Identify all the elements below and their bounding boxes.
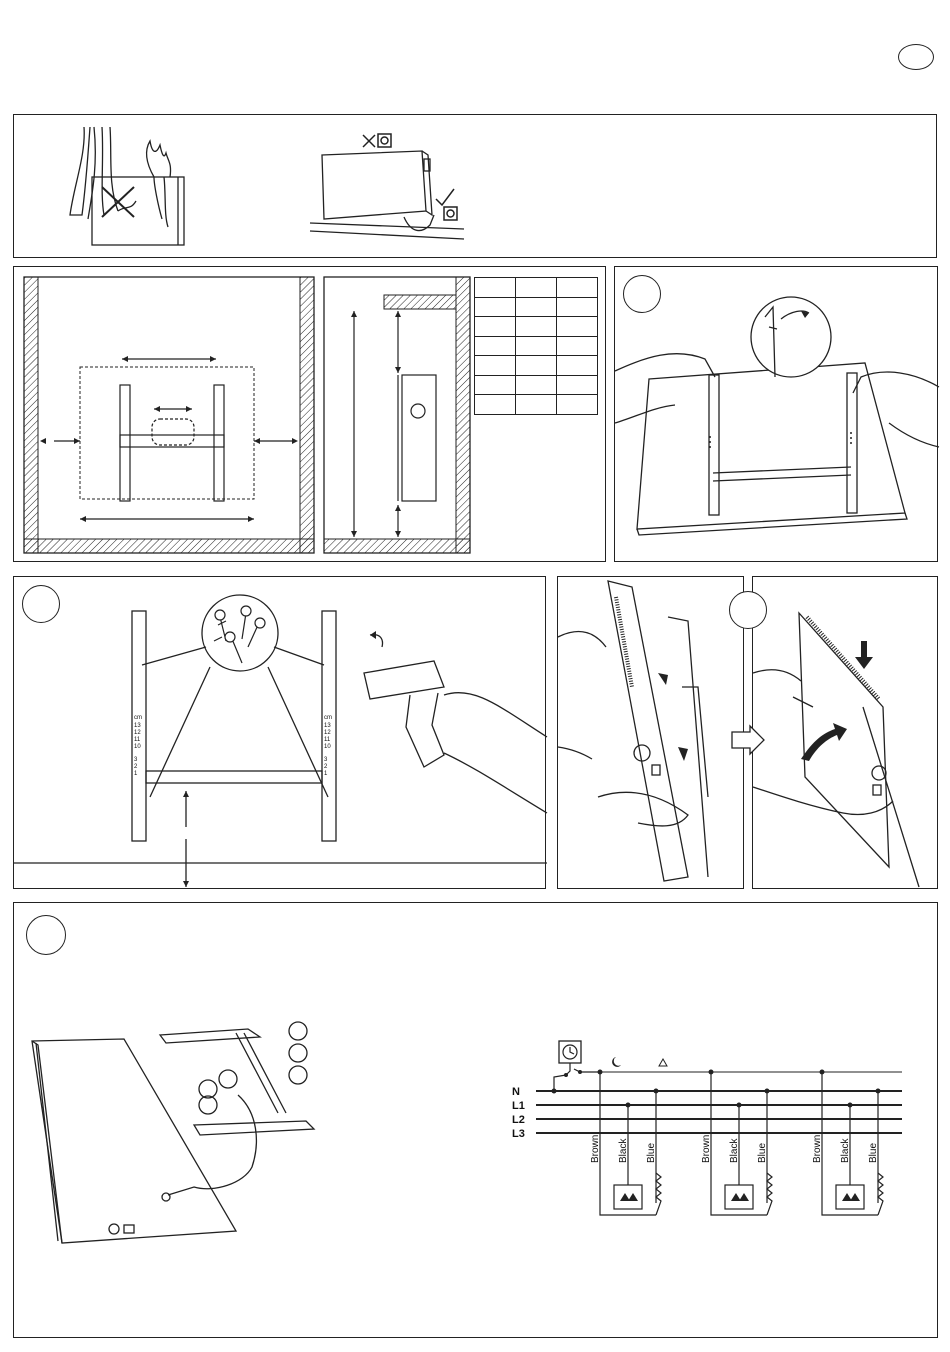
heater-3-wire-label-1: Black bbox=[840, 1138, 851, 1163]
svg-text:10: 10 bbox=[324, 744, 331, 750]
wall-layout-panel bbox=[13, 266, 606, 562]
junction-dot bbox=[876, 1089, 881, 1094]
junction-dot bbox=[578, 1070, 582, 1074]
svg-text:11: 11 bbox=[324, 737, 331, 743]
table-cell bbox=[475, 356, 516, 376]
heater-2-wire-label-1: Black bbox=[729, 1138, 740, 1163]
heater-tilt-illustration bbox=[753, 577, 939, 890]
heater-3-wire-label-2: Blue bbox=[868, 1143, 879, 1163]
svg-text:13: 13 bbox=[324, 723, 331, 729]
table-cell bbox=[475, 336, 516, 356]
svg-text:3: 3 bbox=[134, 757, 138, 763]
heater-3-thermostat bbox=[836, 1185, 864, 1209]
table-cell bbox=[557, 336, 598, 356]
heater-2-wire-label-2: Blue bbox=[757, 1143, 768, 1163]
svg-text:12: 12 bbox=[324, 730, 331, 736]
svg-text:1: 1 bbox=[134, 771, 138, 777]
table-cell bbox=[475, 317, 516, 337]
junction-dot bbox=[737, 1103, 742, 1108]
table-cell bbox=[475, 375, 516, 395]
table-cell bbox=[475, 395, 516, 415]
curtain-over-heater-illustration bbox=[70, 127, 184, 245]
junction-dot bbox=[820, 1070, 825, 1075]
step-2-panel: cm 13 12 11 10 3 2 1 cm 13 12 11 10 3 2 … bbox=[13, 576, 546, 889]
safety-illustrations bbox=[14, 115, 938, 259]
table-cell bbox=[557, 356, 598, 376]
heater-1-resistor-icon bbox=[656, 1173, 661, 1215]
svg-text:2: 2 bbox=[324, 764, 328, 770]
junction-dot bbox=[598, 1070, 603, 1075]
bus-label-l3: L3 bbox=[512, 1128, 525, 1140]
heater-1-wire-label-0: Brown bbox=[590, 1135, 601, 1163]
svg-text:2: 2 bbox=[134, 764, 138, 770]
heater-1-thermostat bbox=[614, 1185, 642, 1209]
table-row bbox=[475, 317, 598, 337]
svg-text:11: 11 bbox=[134, 737, 141, 743]
svg-text:3: 3 bbox=[324, 757, 328, 763]
junction-dot bbox=[552, 1089, 557, 1094]
bracket-removal-illustration bbox=[615, 267, 939, 563]
bus-label-l2: L2 bbox=[512, 1114, 525, 1126]
timer-switch bbox=[554, 1063, 598, 1091]
table-cell bbox=[516, 278, 557, 298]
table-row bbox=[475, 356, 598, 376]
table-cell bbox=[516, 317, 557, 337]
table-row bbox=[475, 375, 598, 395]
heater-2-resistor-icon bbox=[767, 1173, 772, 1215]
bracket-mounting-illustration: cm 13 12 11 10 3 2 1 cm 13 12 11 10 3 2 … bbox=[14, 577, 547, 890]
junction-dot bbox=[848, 1103, 853, 1108]
table-cell bbox=[516, 356, 557, 376]
svg-text:cm: cm bbox=[324, 715, 332, 721]
step-3a-panel bbox=[557, 576, 744, 889]
language-badge bbox=[898, 44, 934, 70]
moon-icon bbox=[612, 1057, 621, 1067]
table-cell bbox=[516, 395, 557, 415]
junction-dot bbox=[564, 1073, 568, 1077]
triangle-icon bbox=[659, 1059, 667, 1066]
table-cell bbox=[516, 336, 557, 356]
socket-position-illustration bbox=[310, 151, 464, 239]
table-cell bbox=[516, 375, 557, 395]
table-cell bbox=[475, 278, 516, 298]
svg-text:12: 12 bbox=[134, 730, 141, 736]
table-row bbox=[475, 336, 598, 356]
svg-text:13: 13 bbox=[134, 723, 141, 729]
heater-3-wire-label-0: Brown bbox=[812, 1135, 823, 1163]
clearance-table bbox=[474, 277, 598, 415]
heater-hang-illustration bbox=[558, 577, 745, 890]
table-cell bbox=[516, 297, 557, 317]
table-cell bbox=[557, 317, 598, 337]
heater-3-resistor-icon bbox=[878, 1173, 883, 1215]
table-row bbox=[475, 297, 598, 317]
push-down-arrow-icon bbox=[855, 641, 873, 669]
bus-label-l1: L1 bbox=[512, 1100, 525, 1112]
table-row bbox=[475, 395, 598, 415]
svg-text:cm: cm bbox=[134, 715, 142, 721]
table-cell bbox=[557, 278, 598, 298]
junction-dot bbox=[709, 1070, 714, 1075]
junction-dot bbox=[626, 1103, 631, 1108]
socket-not-above-icon bbox=[363, 134, 391, 147]
junction-dot bbox=[765, 1089, 770, 1094]
svg-text:1: 1 bbox=[324, 771, 328, 777]
table-cell bbox=[475, 297, 516, 317]
heater-2-wire-label-0: Brown bbox=[701, 1135, 712, 1163]
step-3b-panel bbox=[752, 576, 938, 889]
table-row bbox=[475, 278, 598, 298]
wiring-schematic: N L1L2L3Brown Black Blue Brown Black Blue Brown… bbox=[14, 903, 939, 1339]
heater-1-wire-label-1: Black bbox=[618, 1138, 629, 1163]
junction-dot bbox=[654, 1089, 659, 1094]
safety-warning-panel bbox=[13, 114, 937, 258]
heater-1-wire-label-2: Blue bbox=[646, 1143, 657, 1163]
socket-ok-below-icon bbox=[436, 189, 457, 220]
bus-label-n: N bbox=[512, 1086, 520, 1098]
svg-text:10: 10 bbox=[134, 744, 141, 750]
table-cell bbox=[557, 395, 598, 415]
step-1-panel bbox=[614, 266, 938, 562]
heater-2-thermostat bbox=[725, 1185, 753, 1209]
table-cell bbox=[557, 375, 598, 395]
table-cell bbox=[557, 297, 598, 317]
